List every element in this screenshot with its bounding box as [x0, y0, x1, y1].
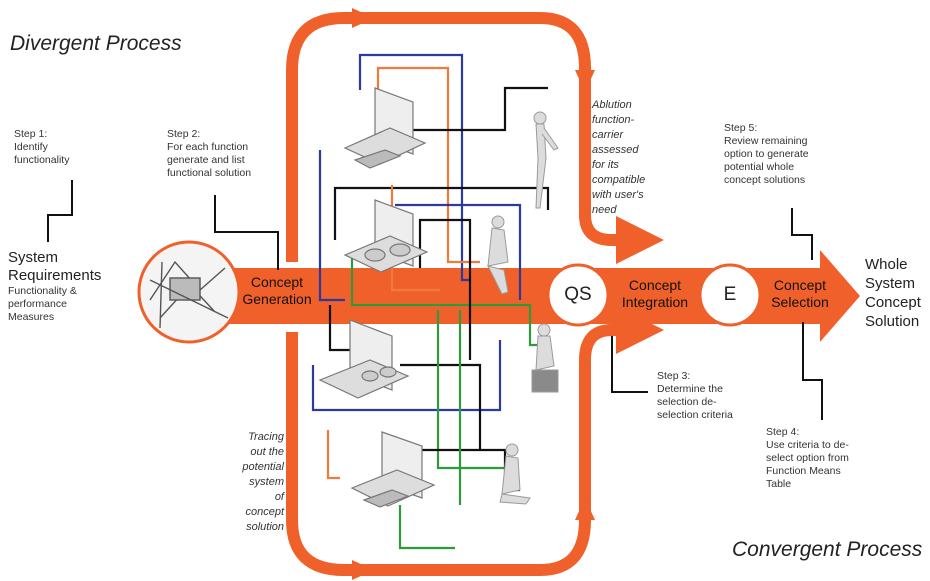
- human-figure-sketches: [487, 111, 559, 505]
- convergent-process-title: Convergent Process: [732, 538, 923, 561]
- top-loop-arrow: [352, 8, 374, 28]
- sketch-image: [149, 260, 229, 329]
- divergent-loop-top: [286, 12, 664, 264]
- bottom-right-up-arrow: [575, 498, 595, 520]
- bottom-loop-arrow: [352, 560, 374, 580]
- e-label: E: [723, 284, 737, 305]
- divergent-process-title: Divergent Process: [10, 32, 182, 55]
- step3-leader: [611, 336, 648, 393]
- step2-note: Step 2: For each function generate and l…: [167, 128, 252, 179]
- step1-leader: [47, 180, 73, 242]
- step5-note: Step 5: Review remaining option to gener…: [724, 122, 809, 186]
- top-right-down-arrow: [575, 70, 595, 92]
- whole-system-output: Whole System Concept Solution: [865, 256, 921, 330]
- step4-leader: [802, 322, 823, 420]
- e-circle: [698, 263, 762, 327]
- concept-generation-label: Concept Generation: [242, 274, 312, 307]
- connector-lines: [311, 53, 550, 550]
- step5-leader: [791, 208, 813, 260]
- tracing-annotation: Tracing out the potential system of conc…: [242, 431, 284, 533]
- washbasin-sketches: [318, 87, 436, 508]
- step1-note: Step 1: Identify functionality: [14, 128, 70, 166]
- main-arrow-head: [820, 250, 860, 342]
- concept-selection-label: Concept Selection: [771, 277, 829, 310]
- step3-note: Step 3: Determine the selection de- sele…: [657, 370, 733, 421]
- qs-circle: [546, 263, 610, 327]
- step2-leader: [214, 195, 279, 270]
- ablution-annotation: Ablution function- carrier assessed for …: [592, 99, 646, 216]
- step4-note: Step 4: Use criteria to de- select optio…: [766, 426, 849, 490]
- concept-integration-label: Concept Integration: [621, 277, 689, 310]
- system-requirements: System Requirements Functionality & perf…: [8, 249, 102, 323]
- convergent-loop-bottom: [286, 306, 664, 576]
- qs-label: QS: [564, 284, 592, 305]
